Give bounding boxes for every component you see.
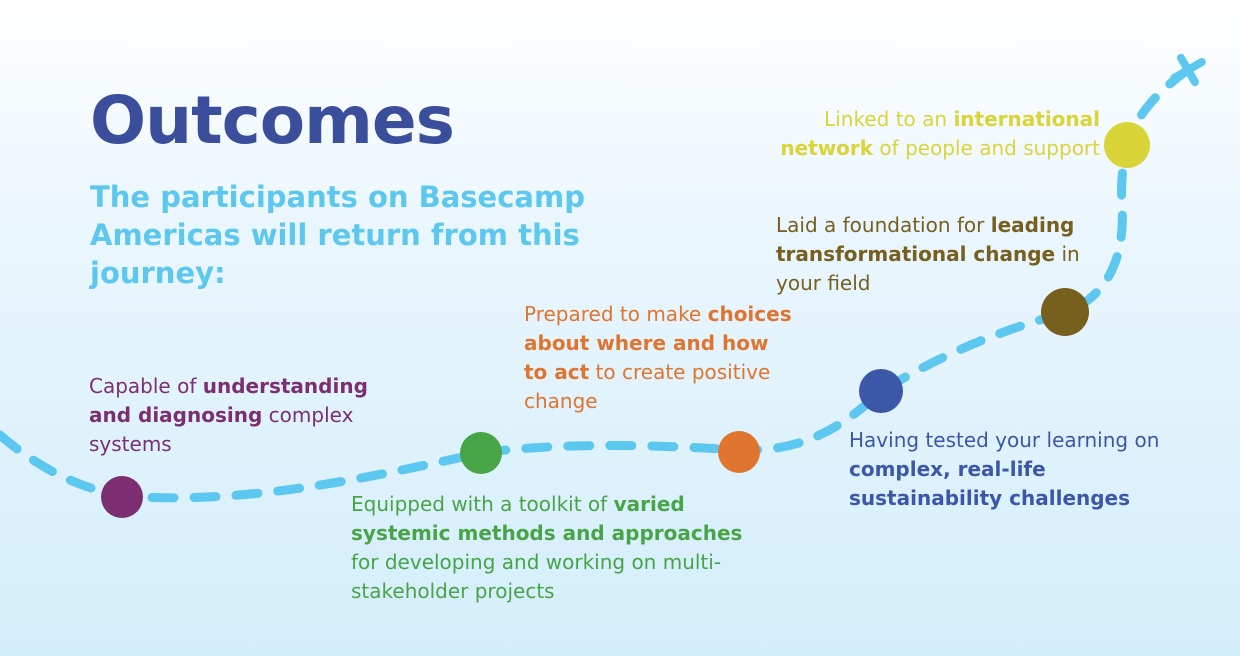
airplane-icon — [1170, 53, 1206, 87]
outcome-text-1: Capable of understanding and diagnosing … — [89, 372, 409, 459]
outcome-dot-1 — [101, 476, 143, 518]
outcome-dot-6 — [1104, 122, 1150, 168]
outcome-highlight: complex, real-life sustainability challe… — [849, 457, 1131, 510]
outcome-highlight: understanding and diagnosing — [89, 374, 368, 427]
page-subtitle: The participants on Basecamp Americas wi… — [90, 180, 585, 290]
outcome-highlight: choices about where and how to act — [524, 302, 792, 384]
outcome-text-2: Equipped with a toolkit of varied system… — [351, 490, 751, 606]
outcome-dot-4 — [859, 369, 903, 413]
outcome-phrase: Equipped with a toolkit of — [351, 492, 614, 516]
page-title: Outcomes — [90, 82, 455, 159]
outcome-highlight: varied systemic methods and approaches — [351, 492, 743, 545]
outcome-highlight: international network — [780, 107, 1100, 160]
outcome-text-5: Laid a foundation for leading transforma… — [776, 211, 1106, 298]
outcome-text-3: Prepared to make choices about where and… — [524, 300, 794, 416]
outcome-text-4: Having tested your learning on complex, … — [849, 426, 1169, 513]
outcome-phrase: in your field — [776, 242, 1080, 295]
outcome-phrase: Prepared to make — [524, 302, 708, 326]
outcome-phrase: complex systems — [89, 403, 354, 456]
outcome-dot-3 — [718, 431, 760, 473]
outcome-dot-2 — [460, 432, 502, 474]
outcome-phrase: Capable of — [89, 374, 203, 398]
outcome-phrase: of people and support — [873, 136, 1100, 160]
outcome-highlight: leading transformational change — [776, 213, 1075, 266]
outcome-dot-5 — [1041, 288, 1089, 336]
outcome-phrase: Having tested your learning on — [849, 428, 1160, 452]
outcome-phrase: Linked to an — [824, 107, 954, 131]
outcome-phrase: for developing and working on multi-stak… — [351, 550, 722, 603]
outcome-phrase: Laid a foundation for — [776, 213, 991, 237]
outcome-phrase: to create positive change — [524, 360, 771, 413]
outcome-text-6: Linked to an international network of pe… — [740, 105, 1100, 163]
